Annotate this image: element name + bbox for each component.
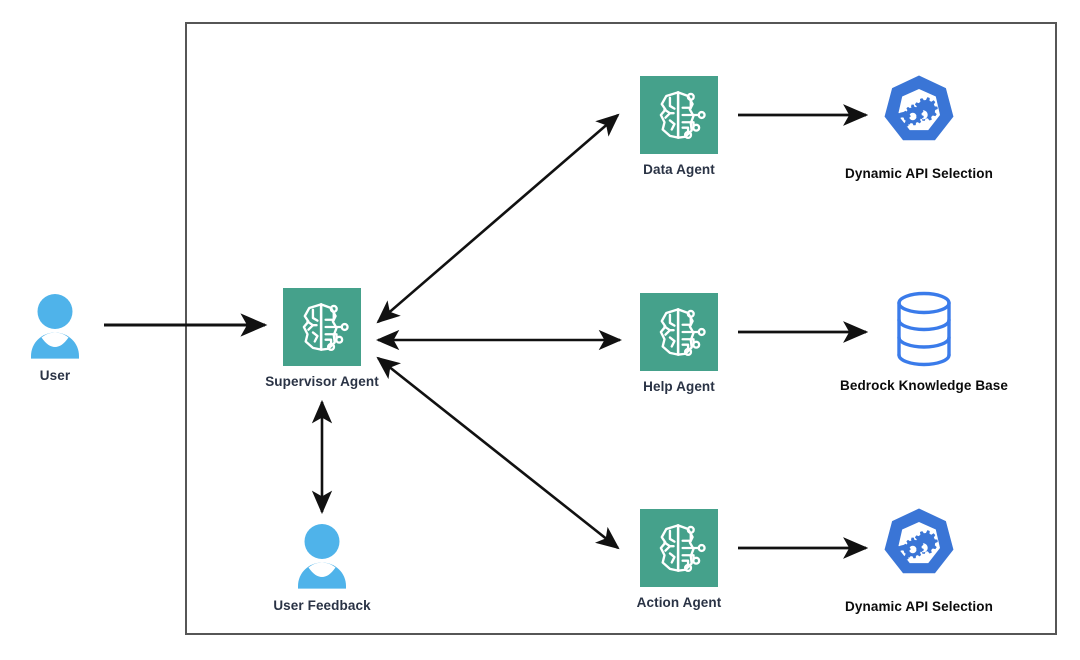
node-bedrock-knowledge-base-label: Bedrock Knowledge Base — [840, 378, 1008, 393]
ai-brain-icon — [640, 76, 718, 154]
node-data-agent-label: Data Agent — [643, 162, 715, 177]
node-data-agent[interactable]: Data Agent — [640, 76, 718, 178]
node-help-agent-label: Help Agent — [643, 379, 715, 394]
heptagon-gears-icon — [875, 505, 963, 591]
node-user-feedback-label: User Feedback — [273, 598, 371, 613]
node-user-label: User — [39, 368, 71, 383]
node-supervisor-agent-label: Supervisor Agent — [265, 374, 379, 389]
person-icon — [16, 286, 94, 360]
heptagon-gears-icon — [875, 72, 963, 158]
ai-brain-icon — [640, 293, 718, 371]
node-action-agent[interactable]: Action Agent — [637, 509, 721, 611]
diagram-boundary-box — [185, 22, 1057, 635]
ai-brain-icon — [283, 288, 361, 366]
person-icon — [283, 516, 361, 590]
ai-brain-icon — [640, 509, 718, 587]
node-bedrock-knowledge-base[interactable]: Bedrock Knowledge Base — [840, 288, 1008, 394]
node-user[interactable]: User — [16, 286, 94, 384]
node-dynamic-api-selection-bottom[interactable]: Dynamic API Selection — [845, 505, 993, 615]
node-dynamic-api-selection-top-label: Dynamic API Selection — [845, 166, 993, 181]
database-icon — [885, 288, 963, 370]
node-supervisor-agent[interactable]: Supervisor Agent — [265, 288, 379, 390]
node-dynamic-api-selection-top[interactable]: Dynamic API Selection — [845, 72, 993, 182]
node-action-agent-label: Action Agent — [636, 595, 722, 610]
node-help-agent[interactable]: Help Agent — [640, 293, 718, 395]
node-user-feedback[interactable]: User Feedback — [273, 516, 371, 614]
node-dynamic-api-selection-bottom-label: Dynamic API Selection — [845, 599, 993, 614]
